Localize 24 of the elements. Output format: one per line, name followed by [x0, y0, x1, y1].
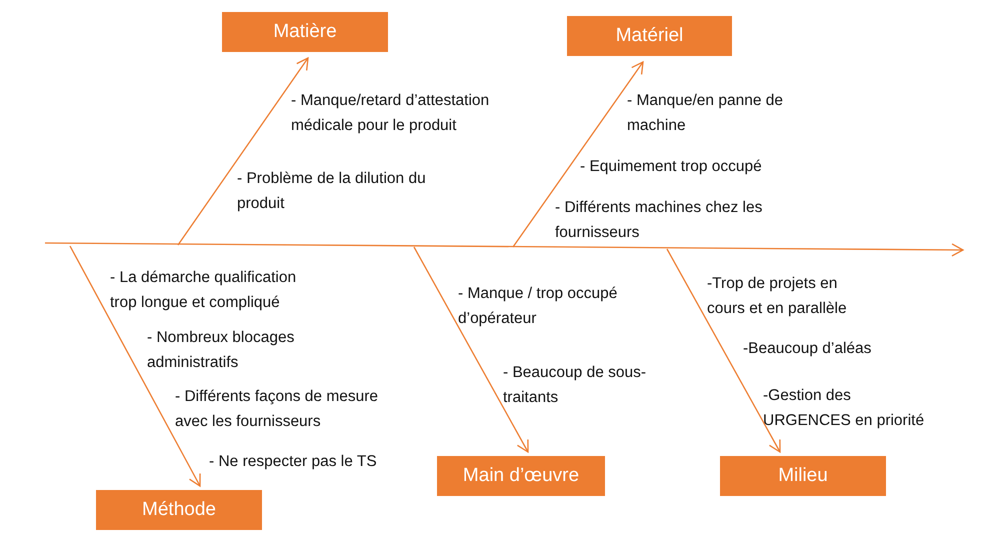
bone-arrow	[177, 57, 309, 246]
cause-text: - Problème de la dilution du produit	[237, 169, 427, 214]
bone-arrow	[666, 248, 781, 453]
category-box: Matière	[222, 12, 388, 52]
cause-text: - La démarche qualification trop longue et compliqué	[110, 268, 298, 313]
bone-arrow	[69, 246, 201, 487]
cause-text: - Différents façons de mesure avec les fournisseurs	[175, 387, 380, 432]
bone-arrow	[413, 246, 529, 453]
category-box: Méthode	[96, 490, 262, 530]
cause-text: -Gestion des URGENCES en priorité	[763, 386, 926, 431]
cause-text: - Manque/retard d’attestation médicale pour le produit	[291, 91, 490, 136]
cause-text: - Nombreux blocages administratifs	[147, 328, 296, 373]
cause-text: -Trop de projets en cours et en parallèle	[707, 274, 848, 319]
cause-text: - Manque/en panne de machine	[627, 91, 784, 136]
category-box: Main d’œuvre	[437, 456, 605, 496]
cause-text: -Beaucoup d’aléas	[743, 339, 872, 359]
category-box: Milieu	[720, 456, 886, 496]
cause-text: - Equimement trop occupé	[580, 157, 763, 177]
cause-text: - Manque / trop occupé d’opérateur	[458, 284, 618, 329]
cause-text: - Beaucoup de sous-traitants	[503, 363, 648, 408]
cause-text: - Ne respecter pas le TS	[209, 452, 378, 472]
cause-text: - Différents machines chez les fournisseurs	[555, 198, 764, 243]
category-box: Matériel	[567, 16, 732, 56]
bone-arrow	[512, 61, 644, 248]
